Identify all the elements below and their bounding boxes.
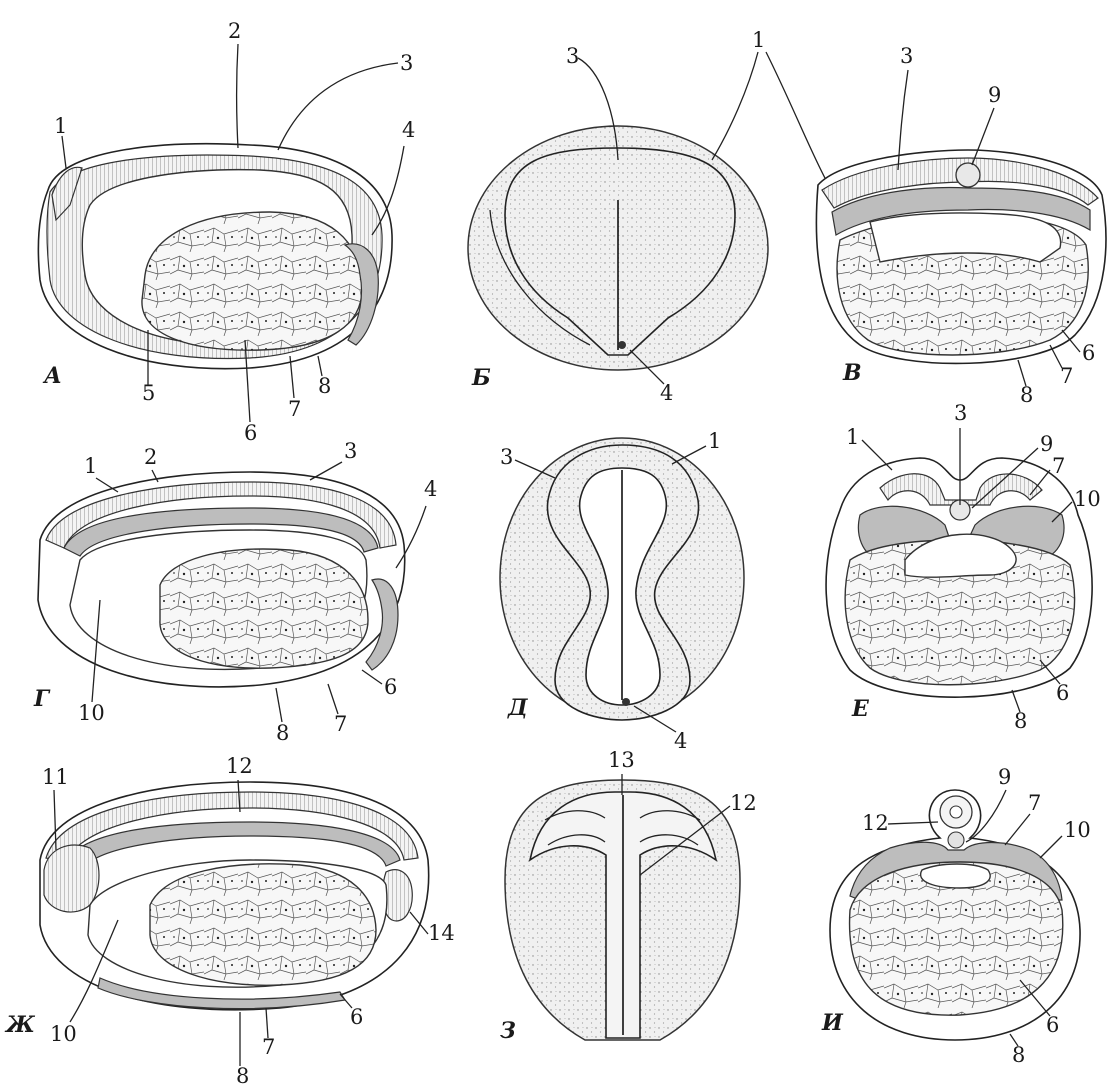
panel-z-letter: З — [500, 1018, 516, 1044]
panel-e-label-6: 6 — [1056, 681, 1069, 705]
panel-i-label-9: 9 — [998, 765, 1011, 789]
panel-v-label-9: 9 — [988, 83, 1001, 107]
panel-zh-letter: Ж — [4, 1012, 36, 1038]
panel-a-label-8: 8 — [318, 374, 331, 398]
panel-d-dorsal-view: 3 1 4 Д — [500, 429, 744, 753]
panel-d-label-4: 4 — [674, 729, 687, 753]
panel-a-label-6: 6 — [244, 421, 257, 445]
panel-e-label-10: 10 — [1074, 487, 1101, 511]
panel-e-cross-section: 1 3 9 7 10 6 8 Е — [826, 401, 1101, 733]
panel-v-label-8: 8 — [1020, 383, 1033, 407]
panel-g-label-3: 3 — [344, 439, 357, 463]
panel-a-label-7: 7 — [288, 397, 301, 421]
panel-zh-label-14: 14 — [428, 921, 455, 945]
panel-e-letter: Е — [851, 696, 870, 722]
panel-zh-label-8: 8 — [236, 1064, 249, 1088]
panel-i-label-7: 7 — [1028, 791, 1041, 815]
panel-d-label-3: 3 — [500, 445, 513, 469]
panel-v-letter: В — [842, 360, 862, 386]
panel-a-label-1: 1 — [54, 114, 67, 138]
panel-i-cross-section: 12 9 7 10 6 8 И — [821, 765, 1091, 1067]
panel-a-label-4: 4 — [402, 118, 415, 142]
panel-zh-label-11: 11 — [42, 765, 69, 789]
panel-v-label-6: 6 — [1082, 341, 1095, 365]
panel-g-label-6: 6 — [384, 675, 397, 699]
panel-g-label-2: 2 — [144, 445, 157, 469]
panel-a-letter: А — [42, 363, 62, 389]
panel-d-label-1: 1 — [708, 429, 721, 453]
panel-i-label-10: 10 — [1064, 818, 1091, 842]
panel-e-label-1: 1 — [846, 425, 859, 449]
panel-v-label-3: 3 — [900, 44, 913, 68]
panel-a-embryo — [38, 144, 392, 369]
panel-i-letter: И — [821, 1010, 844, 1036]
panel-g-label-4: 4 — [424, 477, 437, 501]
panel-a-label-5: 5 — [142, 381, 155, 405]
panel-g-label-7: 7 — [334, 712, 347, 736]
panel-v-cross-section: 3 9 6 7 8 В — [816, 44, 1106, 407]
panel-b-letter: Б — [471, 365, 491, 391]
panel-zh-label-12: 12 — [226, 754, 253, 778]
panel-zh-label-6: 6 — [350, 1005, 363, 1029]
panel-e-label-9: 9 — [1040, 432, 1053, 456]
panel-zh-label-10: 10 — [50, 1022, 77, 1046]
panel-g-sagittal-section: 1 2 3 4 10 6 7 8 Г — [33, 439, 437, 745]
panel-b-label-4: 4 — [660, 381, 673, 405]
panel-e-label-7: 7 — [1052, 454, 1065, 478]
panel-e-label-8: 8 — [1014, 709, 1027, 733]
panel-a-sagittal-section: 1 2 3 4 5 6 7 8 А — [38, 19, 415, 445]
panel-a-label-2: 2 — [228, 19, 241, 43]
panel-z-label-13: 13 — [608, 748, 635, 772]
panel-g-label-8: 8 — [276, 721, 289, 745]
panel-b-dorsal-view: 3 1 4 Б — [468, 28, 826, 405]
panel-zh-sagittal-section: 11 12 14 6 7 8 10 Ж — [4, 754, 455, 1088]
panel-z-label-12: 12 — [730, 791, 757, 815]
panel-b-label-1: 1 — [752, 28, 765, 52]
panel-i-label-12: 12 — [862, 811, 889, 835]
panel-z-dorsal-view: 13 12 З — [500, 748, 757, 1044]
panel-a-label-3: 3 — [400, 51, 413, 75]
panel-d-letter: Д — [507, 695, 528, 721]
panel-i-label-8: 8 — [1012, 1043, 1025, 1067]
panel-g-letter: Г — [33, 686, 51, 712]
panel-g-label-10: 10 — [78, 701, 105, 725]
panel-e-label-3: 3 — [954, 401, 967, 425]
panel-g-label-1: 1 — [84, 454, 97, 478]
panel-zh-label-7: 7 — [262, 1035, 275, 1059]
panel-b-label-3: 3 — [566, 44, 579, 68]
panel-i-label-6: 6 — [1046, 1013, 1059, 1037]
